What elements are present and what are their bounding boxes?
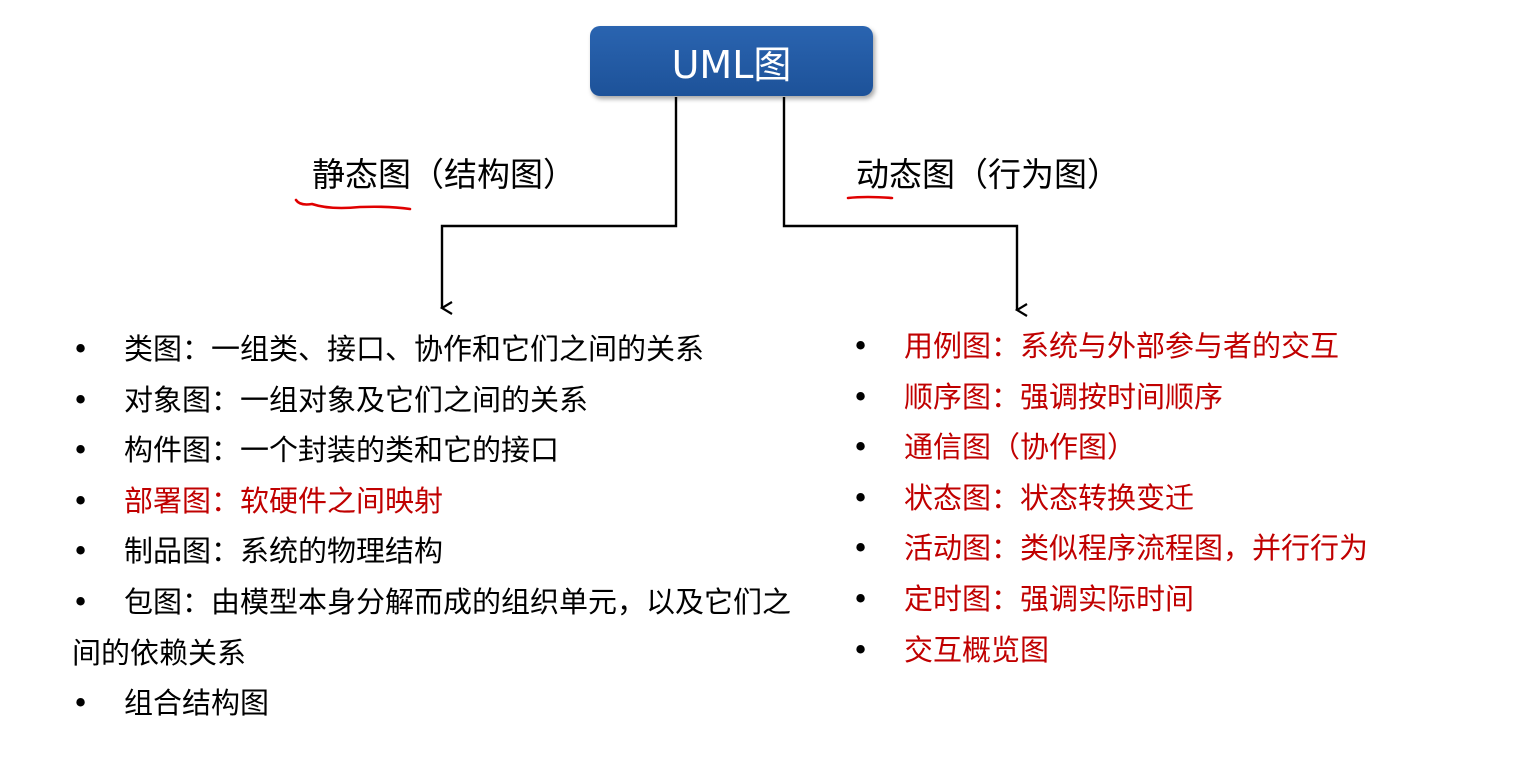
list-item: • 定时图：强调实际时间	[852, 574, 1492, 625]
component-diagram-item: 构件图：一个封装的类和它的接口	[124, 433, 560, 468]
bullet-mark: •	[852, 531, 870, 566]
bullet-mark: •	[72, 584, 90, 619]
dynamic-diagram-list: • 用例图：系统与外部参与者的交互 • 顺序图：强调按时间顺序 • 通信图（协作…	[852, 321, 1492, 675]
timing-diagram-item: 定时图：强调实际时间	[904, 581, 1195, 616]
list-item: • 制品图：系统的物理结构	[72, 526, 792, 577]
list-item: • 交互概览图	[852, 625, 1492, 676]
use-case-diagram-item: 用例图：系统与外部参与者的交互	[904, 329, 1340, 363]
dynamic-diagram-label: 动态图（行为图）	[856, 155, 1120, 194]
list-item: •包图：由模型本身分解而成的组织单元，以及它们之间的依赖关系	[72, 577, 792, 678]
bullet-mark: •	[852, 430, 870, 465]
bullet-mark: •	[72, 433, 90, 468]
communication-diagram-item: 通信图（协作图）	[904, 430, 1137, 465]
list-item: • 组合结构图	[72, 678, 792, 729]
dynamic-annotation-underline	[846, 195, 894, 200]
list-item: • 用例图：系统与外部参与者的交互	[852, 321, 1492, 372]
list-item: • 状态图：状态转换变迁	[852, 473, 1492, 524]
bullet-mark: •	[852, 480, 870, 515]
uml-root-node: UML图	[590, 26, 873, 96]
composite-structure-diagram-item: 组合结构图	[124, 686, 270, 721]
list-item: • 构件图：一个封装的类和它的接口	[72, 425, 792, 476]
list-item: • 类图：一组类、接口、协作和它们之间的关系	[72, 324, 792, 375]
list-item: • 对象图：一组对象及它们之间的关系	[72, 375, 792, 426]
bullet-mark: •	[72, 534, 90, 569]
interaction-overview-diagram-item: 交互概览图	[904, 632, 1050, 667]
static-annotation-underline	[294, 198, 412, 211]
bullet-mark: •	[72, 686, 90, 721]
static-diagram-list: • 类图：一组类、接口、协作和它们之间的关系 • 对象图：一组对象及它们之间的关…	[72, 324, 792, 729]
package-diagram-item: 包图：由模型本身分解而成的组织单元，以及它们之间的依赖关系	[72, 584, 792, 670]
static-diagram-label: 静态图（结构图）	[312, 155, 576, 194]
deployment-diagram-item: 部署图：软硬件之间映射	[124, 483, 444, 518]
dynamic-branch-connector	[782, 97, 1028, 317]
list-item: • 顺序图：强调按时间顺序	[852, 372, 1492, 423]
static-branch-connector	[439, 97, 678, 315]
list-item: • 通信图（协作图）	[852, 422, 1492, 473]
class-diagram-item: 类图：一组类、接口、协作和它们之间的关系	[124, 332, 705, 366]
bullet-mark: •	[852, 329, 870, 363]
bullet-mark: •	[72, 483, 90, 518]
object-diagram-item: 对象图：一组对象及它们之间的关系	[124, 382, 589, 417]
sequence-diagram-item: 顺序图：强调按时间顺序	[904, 379, 1224, 414]
list-item: • 部署图：软硬件之间映射	[72, 476, 792, 527]
bullet-mark: •	[852, 581, 870, 616]
artifact-diagram-item: 制品图：系统的物理结构	[124, 534, 444, 569]
uml-root-label: UML图	[671, 42, 792, 87]
bullet-mark: •	[852, 379, 870, 414]
bullet-mark: •	[72, 332, 90, 366]
activity-diagram-item: 活动图：类似程序流程图，并行行为	[904, 531, 1369, 566]
list-item: • 活动图：类似程序流程图，并行行为	[852, 523, 1492, 574]
state-diagram-item: 状态图：状态转换变迁	[904, 480, 1195, 515]
bullet-mark: •	[852, 632, 870, 667]
bullet-mark: •	[72, 382, 90, 417]
